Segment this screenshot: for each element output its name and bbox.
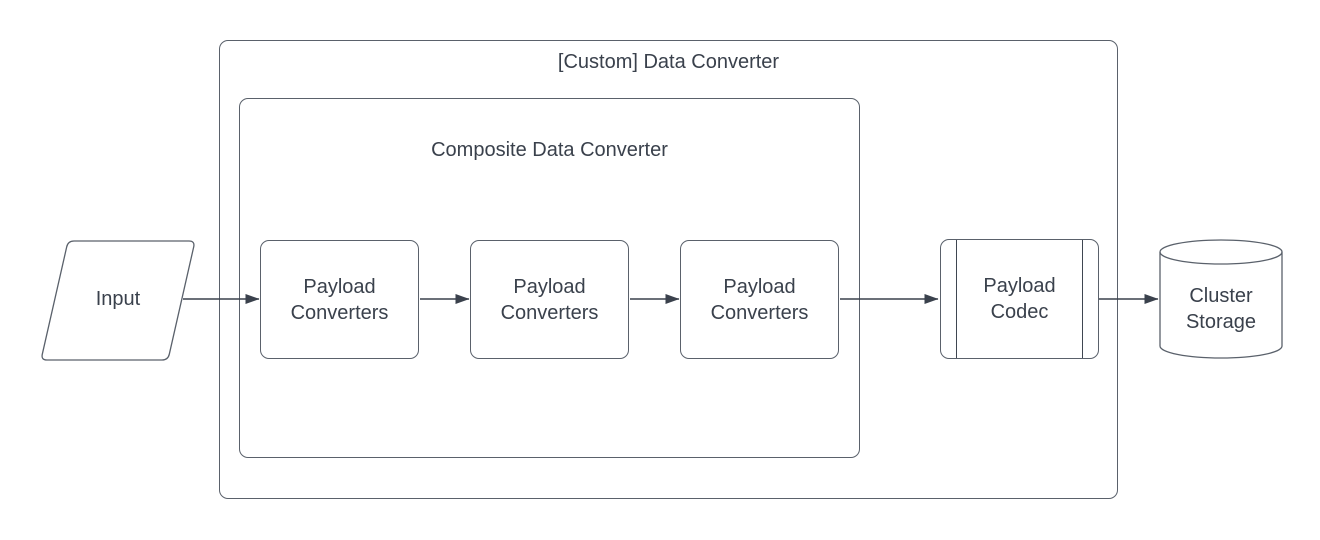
payload-codec-box: Payload Codec	[940, 239, 1099, 359]
codec-left-bar	[956, 240, 958, 358]
payload-converters-box-3: Payload Converters	[680, 240, 839, 359]
custom-data-converter-title: [Custom] Data Converter	[557, 51, 780, 73]
custom-data-converter-group	[219, 40, 1118, 499]
payload-converters-label-2: Payload Converters	[500, 275, 599, 324]
cluster-storage-cylinder-lid	[1159, 251, 1283, 265]
cluster-storage-label: Cluster Storage	[1185, 285, 1257, 333]
composite-data-converter-title: Composite Data Converter	[431, 139, 668, 161]
payload-codec-label: Payload Codec	[983, 275, 1056, 323]
input-node-label: Input	[95, 288, 141, 310]
payload-converters-label-3: Payload Converters	[710, 275, 809, 324]
payload-converters-box-2: Payload Converters	[470, 240, 629, 359]
payload-converters-label-1: Payload Converters	[290, 275, 389, 324]
composite-data-converter-group	[239, 98, 860, 458]
codec-right-bar	[1081, 240, 1083, 358]
payload-converters-box-1: Payload Converters	[260, 240, 419, 359]
